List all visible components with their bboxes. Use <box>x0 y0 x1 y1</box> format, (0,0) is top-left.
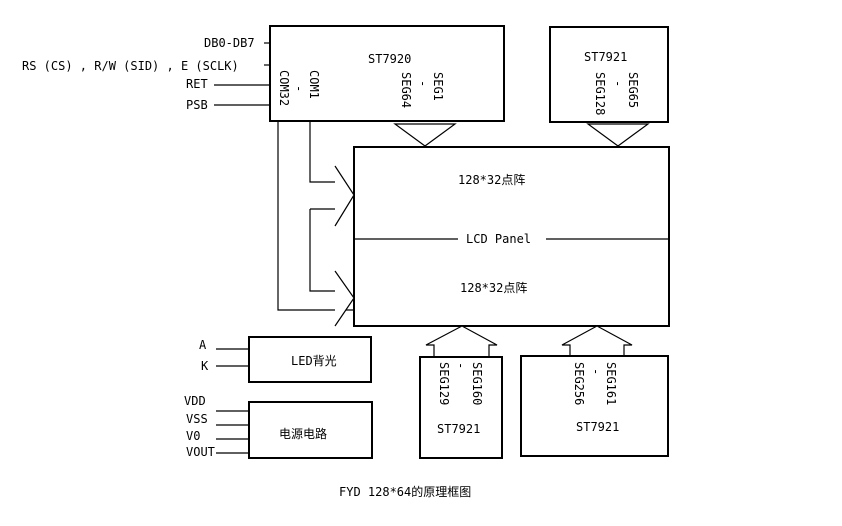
led-backlight-label: LED背光 <box>291 354 337 368</box>
st7921-top-seg-arrow <box>586 123 650 147</box>
st7920-com-end-label: COM32 <box>277 70 291 106</box>
st7921-top-seg-start-label: SEG65 <box>626 72 640 108</box>
st7921-top-chip-name: ST7921 <box>584 50 627 64</box>
signal-db-label: DB0-DB7 <box>204 36 255 50</box>
led-backlight-box <box>248 336 372 383</box>
panel-upper-label: 128*32点阵 <box>458 173 525 187</box>
st7920-seg-end-label: SEG64 <box>399 72 413 108</box>
signal-a-label: A <box>199 338 207 352</box>
signal-k-label: K <box>201 359 209 373</box>
st7921-bl-chip <box>419 356 503 459</box>
st7920-seg-dash: - <box>416 80 430 87</box>
st7921-top-chip <box>549 26 669 123</box>
signal-ret-label: RET <box>186 77 208 91</box>
com-bus-upper-line <box>309 121 335 183</box>
com-lower-arrow <box>334 270 355 327</box>
st7920-seg-start-label: SEG1 <box>431 72 445 101</box>
st7921-br-seg-start-label: SEG161 <box>604 362 618 405</box>
signal-vout-label: VOUT <box>186 445 215 459</box>
com-bus-outer-line <box>277 121 354 311</box>
st7921-bl-seg-end-label: SEG129 <box>437 362 451 405</box>
st7921-br-seg-end-label: SEG256 <box>572 362 586 405</box>
panel-lower-label: 128*32点阵 <box>460 281 527 295</box>
st7921-top-seg-dash: - <box>611 80 625 87</box>
signal-psb-label: PSB <box>186 98 208 112</box>
st7921-bl-seg-start-label: SEG160 <box>470 362 484 405</box>
signal-rs-label: RS (CS) , R/W (SID) , E (SCLK) <box>22 59 239 73</box>
st7920-chip <box>269 25 505 122</box>
st7921-bl-chip-name: ST7921 <box>437 422 480 436</box>
power-circuit-box <box>248 401 373 459</box>
power-circuit-label: 电源电路 <box>279 426 327 441</box>
diagram-caption: FYD 128*64的原理框图 <box>339 484 471 499</box>
st7920-com-dash: - <box>292 85 306 92</box>
st7921-top-seg-end-label: SEG128 <box>593 72 607 115</box>
st7921-br-chip <box>520 355 669 457</box>
st7921-br-seg-arrow <box>561 325 633 358</box>
signal-vss-label: VSS <box>186 412 208 426</box>
signal-vdd-label: VDD <box>184 394 206 408</box>
lcd-panel <box>353 146 670 327</box>
st7921-bl-seg-dash: - <box>454 362 468 369</box>
st7920-seg-arrow <box>393 123 457 147</box>
st7921-br-seg-dash: - <box>589 368 603 375</box>
st7921-br-chip-name: ST7921 <box>576 420 619 434</box>
com-upper-arrow <box>334 165 355 227</box>
st7920-com-start-label: COM1 <box>307 70 321 99</box>
com-bus-lower-line <box>309 209 335 292</box>
signal-v0-label: V0 <box>186 429 200 443</box>
st7921-bl-seg-arrow <box>425 325 498 358</box>
st7920-chip-name: ST7920 <box>368 52 411 66</box>
lcd-panel-label: LCD Panel <box>466 232 531 246</box>
